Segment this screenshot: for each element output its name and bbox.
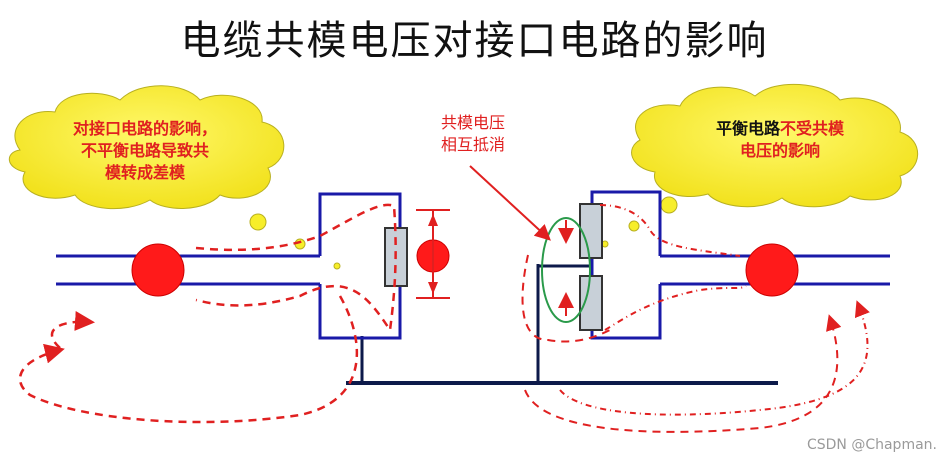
cloud-bubble-4 bbox=[660, 196, 678, 214]
right-current-paths bbox=[521, 204, 870, 433]
left-cloud-line-2: 不平衡电路导致共 bbox=[80, 141, 209, 160]
left-cloud-line-1: 对接口电路的影响， bbox=[72, 119, 217, 138]
right-resistor-bottom bbox=[579, 275, 603, 331]
cancel-highlight-ellipse bbox=[541, 217, 591, 323]
center-note-arrow bbox=[469, 165, 551, 241]
cloud-bubble-3 bbox=[333, 262, 341, 270]
left-cable bbox=[56, 254, 320, 286]
watermark: CSDN @Chapman. bbox=[806, 437, 937, 453]
left-cloud bbox=[8, 85, 285, 210]
right-cloud-caption: 平衡电路不受共模 电压的影响 bbox=[660, 118, 900, 162]
center-note-line-1: 共模电压 bbox=[440, 113, 505, 132]
right-cloud-balanced-label: 平衡电路 bbox=[715, 119, 780, 138]
right-resistor-top bbox=[579, 203, 603, 259]
center-note: 共模电压 相互抵消 bbox=[418, 112, 528, 156]
right-cloud bbox=[631, 83, 919, 208]
left-current-paths bbox=[18, 203, 397, 424]
page-title: 电缆共模电压对接口电路的影响 bbox=[180, 18, 769, 64]
cloud-bubble-5 bbox=[628, 220, 640, 232]
right-cloud-line-2: 电压的影响 bbox=[739, 141, 820, 160]
right-cm-source bbox=[745, 243, 799, 297]
center-note-line-2: 相互抵消 bbox=[440, 135, 505, 154]
right-cloud-unaffected-label: 不受共模 bbox=[780, 119, 845, 138]
cloud-bubble-1 bbox=[249, 213, 267, 231]
left-cloud-line-3: 模转成差模 bbox=[104, 163, 185, 182]
left-cm-source bbox=[131, 243, 185, 297]
left-cloud-caption: 对接口电路的影响， 不平衡电路导致共 模转成差模 bbox=[30, 118, 260, 184]
right-cloud-line-1: 平衡电路不受共模 bbox=[660, 118, 900, 140]
right-interface-box bbox=[590, 190, 662, 340]
